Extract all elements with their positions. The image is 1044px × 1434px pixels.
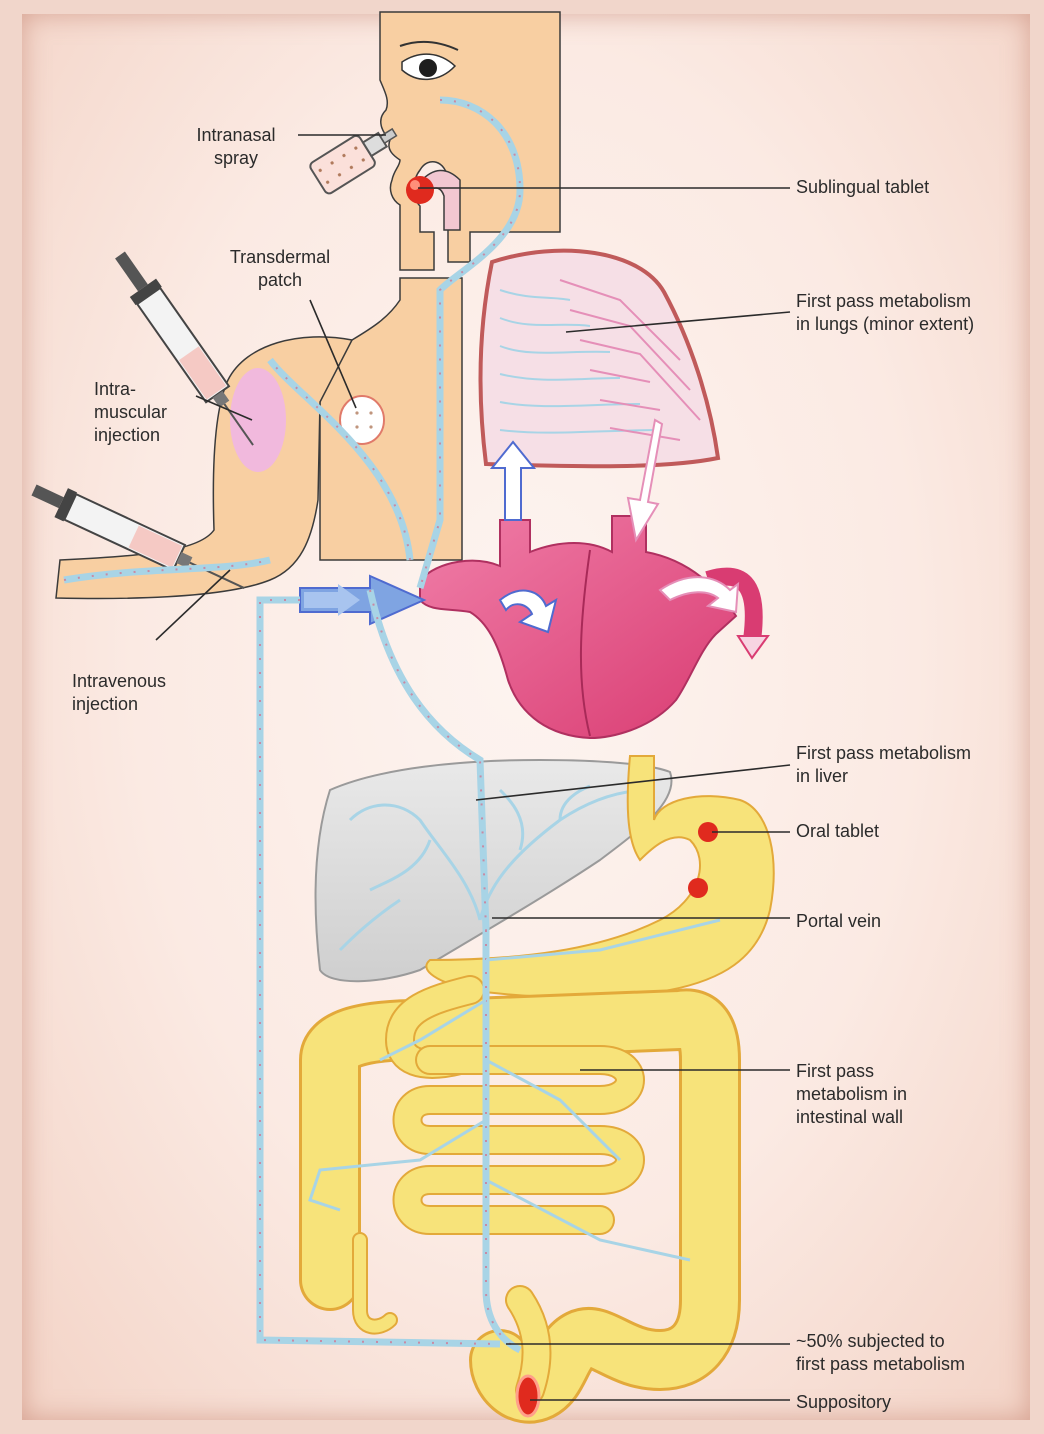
label-first-pass-liver: First pass metabolism in liver xyxy=(796,742,971,788)
suppository-icon xyxy=(517,1376,539,1416)
label-oral-tablet: Oral tablet xyxy=(796,820,879,843)
label-sublingual-tablet: Sublingual tablet xyxy=(796,176,929,199)
sublingual-tablet-icon xyxy=(406,176,434,204)
oral-tablet-icon xyxy=(688,878,708,898)
vena-cava-arrow xyxy=(300,576,424,624)
head xyxy=(380,12,560,270)
lung xyxy=(481,251,718,467)
label-intravenous-injection: Intravenous injection xyxy=(72,670,166,716)
label-first-pass-lungs: First pass metabolism in lungs (minor ex… xyxy=(796,290,974,336)
label-intramuscular-injection: Intra- muscular injection xyxy=(94,378,167,447)
label-suppository: Suppository xyxy=(796,1391,891,1414)
label-portal-vein: Portal vein xyxy=(796,910,881,933)
label-intranasal-spray: Intranasal spray xyxy=(186,124,286,170)
label-rectal-first-pass: ~50% subjected to first pass metabolism xyxy=(796,1330,965,1376)
intestines xyxy=(330,990,710,1393)
label-first-pass-intestinal: First pass metabolism in intestinal wall xyxy=(796,1060,907,1129)
label-transdermal-patch: Transdermal patch xyxy=(210,246,350,292)
